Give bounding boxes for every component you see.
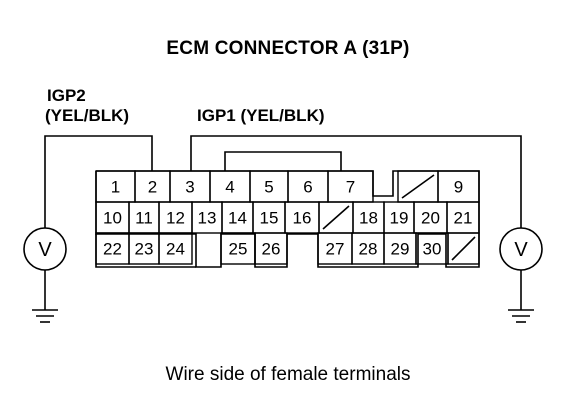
terminal-number: 15 [260, 209, 279, 228]
connector-terminal-30: 30 [415, 232, 449, 265]
terminal-number: 1 [111, 178, 120, 197]
label-igp1: IGP1 (YEL/BLK) [197, 106, 325, 125]
connector-terminal-11: 11 [128, 201, 160, 234]
connector-terminal-25: 25 [220, 232, 256, 265]
terminal-number: 3 [185, 178, 194, 197]
terminal-number: 5 [264, 178, 273, 197]
terminal-number: 13 [198, 209, 217, 228]
connector-terminal-20: 20 [413, 201, 448, 234]
connector-terminal-6: 6 [287, 170, 329, 203]
connector-latch [224, 151, 342, 171]
terminal-number: 28 [359, 240, 378, 259]
terminal-number: 24 [166, 240, 185, 259]
ground-symbol-left [32, 309, 58, 323]
connector-terminal-10: 10 [95, 201, 130, 234]
connector-outline [95, 170, 480, 268]
connector-terminal-24: 24 [158, 232, 193, 265]
diagram-caption: Wire side of female terminals [165, 364, 411, 385]
terminal-number: 11 [135, 209, 153, 228]
connector-terminal-7: 7 [327, 170, 374, 203]
label-igp2-wire-color: (YEL/BLK) [45, 106, 130, 125]
terminal-number: 4 [225, 178, 234, 197]
connector-terminal-19: 19 [383, 201, 415, 234]
terminal-number: 12 [166, 209, 185, 228]
voltmeter-left-symbol: V [38, 239, 52, 261]
terminal-number: 23 [135, 240, 154, 259]
connector-terminal-3: 3 [169, 170, 211, 203]
terminal-number: 26 [262, 240, 281, 259]
connector-terminal-2: 2 [134, 170, 171, 203]
connector-terminal-16: 16 [284, 201, 320, 234]
terminal-number: 9 [454, 178, 463, 197]
diagram-title: ECM CONNECTOR A (31P) [166, 38, 410, 59]
terminal-number: 20 [421, 209, 440, 228]
terminal-number: 16 [293, 209, 312, 228]
connector-empty-cavity [397, 170, 439, 203]
connector-empty-cavity [318, 201, 354, 234]
terminal-number: 21 [454, 209, 473, 228]
label-igp2: IGP2 [47, 86, 86, 105]
connector-terminal-4: 4 [209, 170, 251, 203]
connector-terminal-23: 23 [128, 232, 160, 265]
connector-terminal-28: 28 [351, 232, 385, 265]
terminal-number: 7 [346, 178, 355, 197]
connector-empty-cavity [447, 232, 480, 265]
connector-terminal-13: 13 [191, 201, 223, 234]
terminal-number: 29 [391, 240, 410, 259]
connector-terminal-21: 21 [446, 201, 480, 234]
voltmeter-right [499, 227, 543, 271]
terminal-number: 18 [359, 209, 378, 228]
connector-terminal-22: 22 [95, 232, 130, 265]
wire-igp2 [44, 135, 153, 228]
voltmeter-right-symbol: V [514, 239, 528, 261]
terminal-number: 10 [103, 209, 122, 228]
connector-terminal-14: 14 [221, 201, 254, 234]
terminal-number: 30 [423, 240, 442, 259]
connector-terminal-1: 1 [95, 170, 136, 203]
ground-symbol-right [508, 309, 534, 323]
terminal-number: 6 [303, 178, 312, 197]
terminal-number: 19 [390, 209, 409, 228]
connector-terminal-12: 12 [158, 201, 193, 234]
connector-terminal-5: 5 [249, 170, 289, 203]
connector-terminal-27: 27 [317, 232, 353, 265]
terminal-number: 25 [229, 240, 248, 259]
terminal-number: 27 [326, 240, 345, 259]
connector-terminal-15: 15 [252, 201, 286, 234]
connector-terminal-26: 26 [254, 232, 288, 265]
connector-terminal-18: 18 [352, 201, 385, 234]
terminal-number: 2 [148, 178, 157, 197]
connector-terminal-9: 9 [437, 170, 480, 203]
voltmeter-left [23, 227, 67, 271]
wire-igp1 [190, 135, 522, 228]
terminal-number: 14 [228, 209, 247, 228]
connector-terminal-29: 29 [383, 232, 417, 265]
terminal-number: 22 [103, 240, 122, 259]
